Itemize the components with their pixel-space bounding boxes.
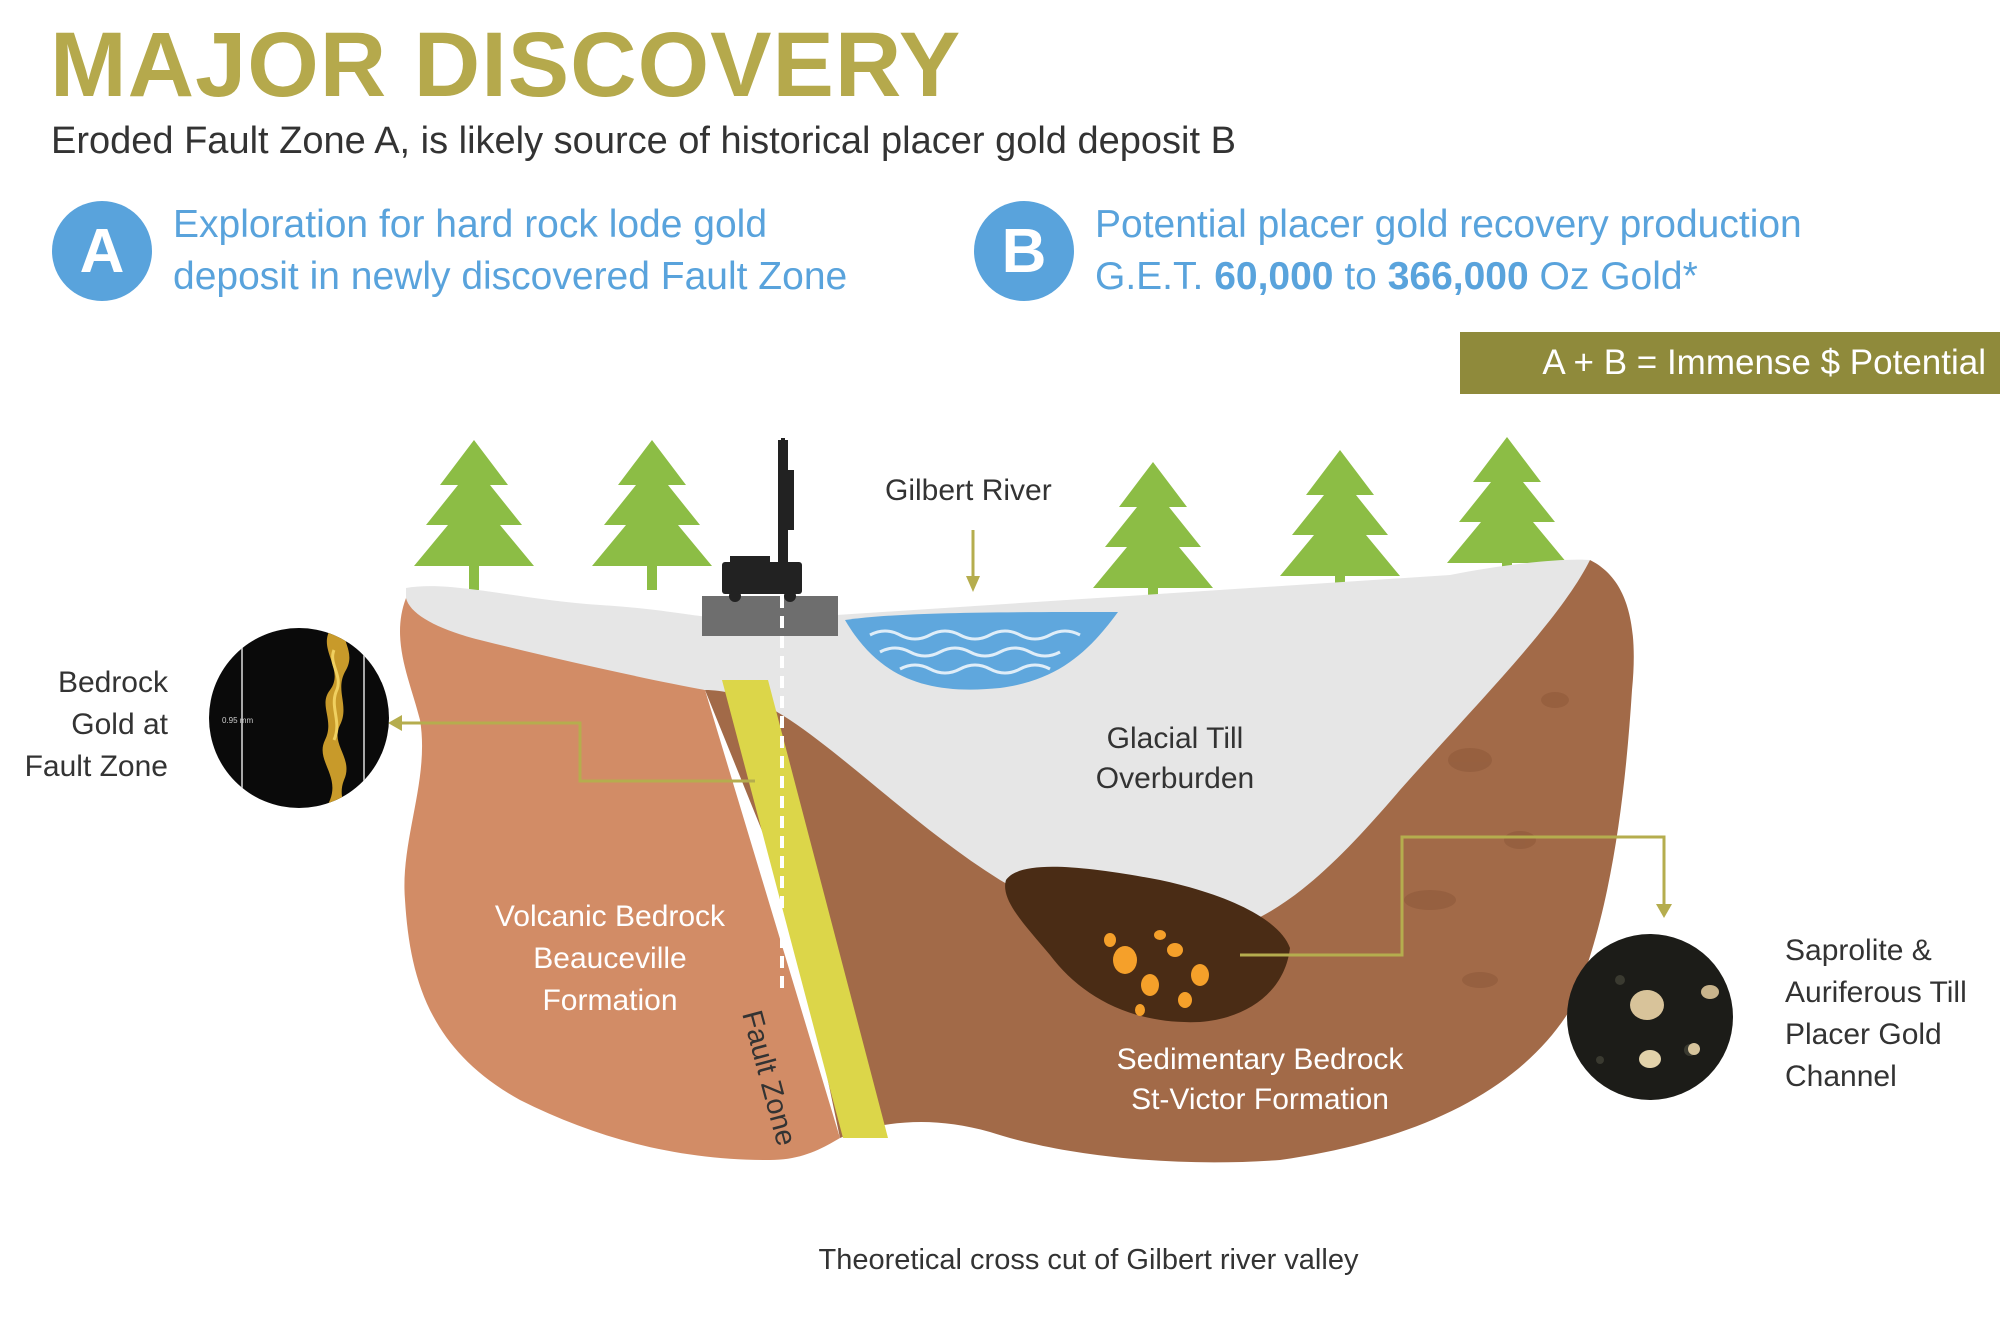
- fault-zone: [722, 680, 888, 1138]
- glacial-till-line1: Glacial Till: [1106, 722, 1244, 755]
- point-b-line2: G.E.T. 60,000 to 366,000 Oz Gold*: [1095, 251, 1802, 303]
- sedimentary-line1: Sedimentary Bedrock: [1116, 1043, 1404, 1076]
- sediment-texture: [1404, 692, 1569, 988]
- point-a-text: Exploration for hard rock lode gold depo…: [173, 199, 847, 303]
- drill-rig-icon: [722, 438, 802, 602]
- bedrock-gold-line1: Bedrock: [57, 666, 168, 699]
- point-a-line1: Exploration for hard rock lode gold: [173, 203, 768, 246]
- volcanic-bedrock: [400, 598, 840, 1160]
- tree-icon: [1280, 450, 1400, 600]
- sedimentary-bedrock-label: Sedimentary Bedrock St-Victor Formation: [1090, 1040, 1430, 1120]
- bedrock-gold-line2: Gold at: [71, 708, 168, 741]
- badge-a: A: [52, 201, 152, 301]
- bedrock-gold-label: Bedrock Gold at Fault Zone: [0, 662, 168, 788]
- river-arrow-head: [966, 576, 980, 592]
- badge-b: B: [974, 201, 1074, 301]
- saprolite-photo: [1567, 934, 1733, 1100]
- scale-text: 0.95 mm: [222, 716, 253, 725]
- point-a-line2: deposit in newly discovered Fault Zone: [173, 255, 848, 298]
- bedrock-gold-line3: Fault Zone: [24, 750, 168, 783]
- river-waves: [869, 629, 1081, 675]
- get-suffix: Oz Gold*: [1528, 255, 1698, 298]
- banner-text: A + B = Immense $ Potential: [1542, 343, 1986, 382]
- get-mid: to: [1333, 255, 1388, 298]
- saprolite-label: Saprolite & Auriferous Till Placer Gold …: [1785, 930, 2000, 1098]
- gilbert-river-label: Gilbert River: [885, 474, 1052, 507]
- volcanic-bedrock-label: Volcanic Bedrock Beauceville Formation: [450, 896, 770, 1022]
- trees: [414, 437, 1567, 612]
- potential-banner: A + B = Immense $ Potential: [1460, 332, 2000, 394]
- gold-high-value: 366,000: [1387, 255, 1529, 298]
- volcanic-line3: Formation: [542, 984, 678, 1017]
- saprolite-line2: Auriferous Till: [1785, 976, 1967, 1009]
- saprolite-line3: Placer Gold: [1785, 1018, 1942, 1051]
- saprolite-line4: Channel: [1785, 1060, 1897, 1093]
- leader-line-placer: [1240, 835, 1666, 957]
- get-prefix: G.E.T.: [1095, 255, 1215, 298]
- gold-low-value: 60,000: [1214, 255, 1334, 298]
- gold-nuggets: [1104, 930, 1209, 1016]
- placer-channel: [1005, 866, 1290, 1023]
- bedrock-gold-photo: 0.95 mm: [209, 628, 389, 808]
- gilbert-river: [845, 612, 1118, 690]
- volcanic-line2: Beauceville: [533, 942, 687, 975]
- point-b-line1: Potential placer gold recovery productio…: [1095, 203, 1802, 246]
- leader-arrow-left: [388, 715, 402, 731]
- point-b-text: Potential placer gold recovery productio…: [1095, 199, 1802, 303]
- glacial-till: [406, 559, 1590, 933]
- sedimentary-line2: St-Victor Formation: [1131, 1083, 1389, 1116]
- leader-line-fault: [402, 721, 755, 783]
- tree-icon: [1093, 462, 1213, 612]
- leader-arrow-right: [1656, 904, 1672, 918]
- diagram-caption: Theoretical cross cut of Gilbert river v…: [818, 1244, 1359, 1276]
- tree-icon: [592, 440, 712, 590]
- drill-pad: [702, 596, 838, 636]
- glacial-till-line2: Overburden: [1095, 762, 1255, 795]
- volcanic-line1: Volcanic Bedrock: [494, 900, 726, 933]
- page-subtitle: Eroded Fault Zone A, is likely source of…: [51, 120, 1236, 162]
- tree-icon: [414, 440, 534, 590]
- page-title: MAJOR DISCOVERY: [50, 14, 962, 116]
- glacial-till-label: Glacial Till Overburden: [1050, 719, 1300, 799]
- saprolite-line1: Saprolite &: [1785, 934, 1932, 967]
